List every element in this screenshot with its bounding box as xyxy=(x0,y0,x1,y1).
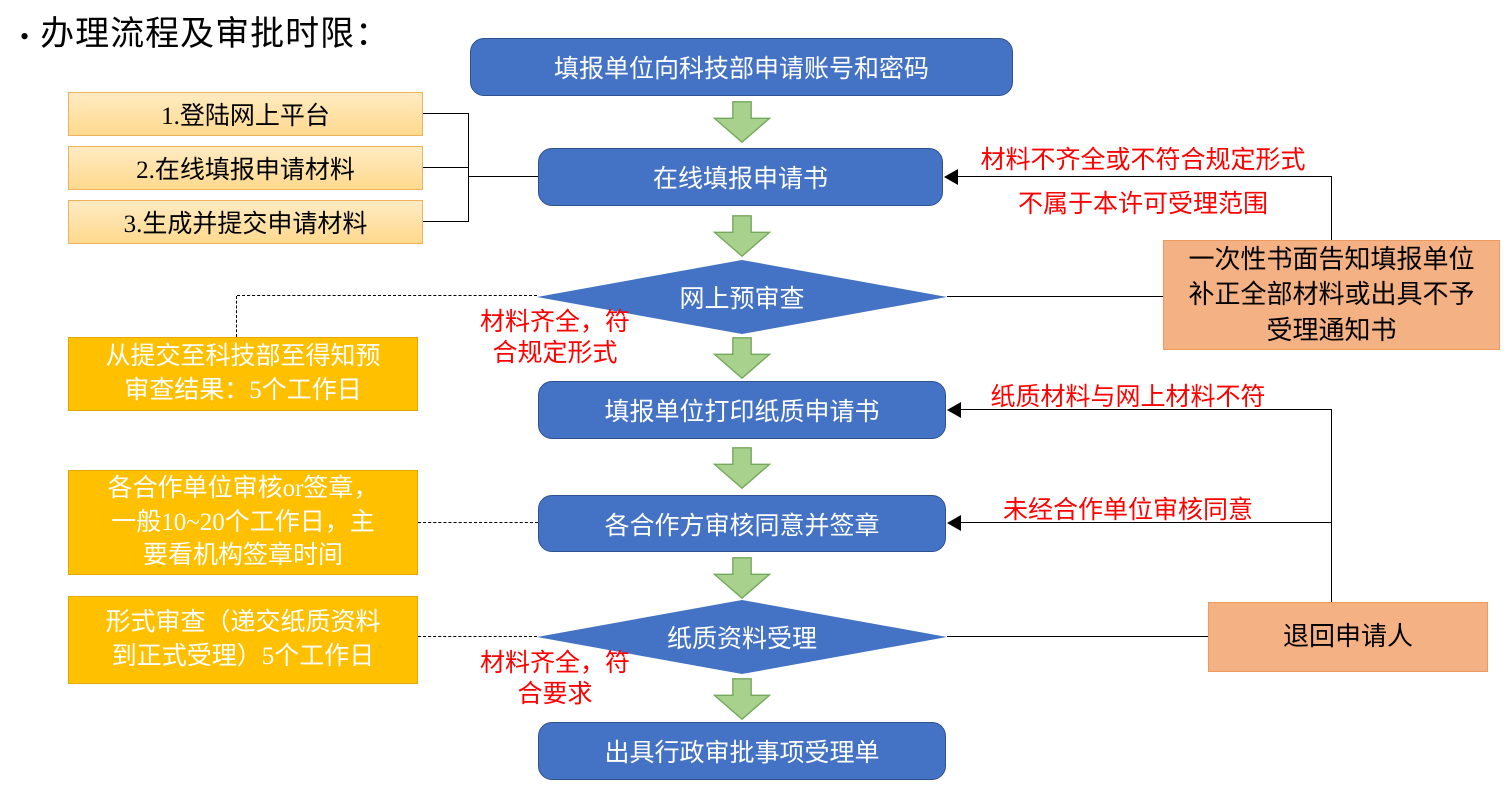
online-substep-submit: 3.生成并提交申请材料 xyxy=(68,200,423,244)
connector-line xyxy=(947,636,1208,637)
connector-line xyxy=(960,522,1332,523)
outcome-return-box: 退回申请人 xyxy=(1208,602,1488,672)
dashed-connector-line xyxy=(418,636,537,637)
label-fail-out-of-scope: 不属于本许可受理范围 xyxy=(1017,191,1268,218)
down-arrow-icon xyxy=(712,447,772,490)
connector-line xyxy=(423,167,468,168)
connector-line xyxy=(947,296,1163,297)
label-fail-incomplete: 材料不齐全或不符合规定形式 xyxy=(980,147,1306,174)
dashed-connector-line xyxy=(418,522,538,523)
outcome-notice-box: 一次性书面告知填报单位 补正全部材料或出具不予 受理通知书 xyxy=(1163,240,1500,350)
connector-line xyxy=(960,409,1332,410)
connector-line xyxy=(1331,176,1332,240)
dashed-connector-line xyxy=(237,295,537,296)
label-pass-precheck: 材料齐全，符 合规定形式 xyxy=(479,309,630,368)
process-step-online-fill: 在线填报申请书 xyxy=(538,148,943,206)
label-pass-acceptance: 材料齐全，符 合要求 xyxy=(479,650,630,709)
online-substep-fill: 2.在线填报申请材料 xyxy=(68,146,423,190)
connector-line xyxy=(957,176,1332,177)
connector-line xyxy=(468,176,538,177)
label-fail-no-partner-approval: 未经合作单位审核同意 xyxy=(1002,497,1253,524)
page-title: • 办理流程及审批时限： xyxy=(20,6,390,55)
arrowhead-left-icon xyxy=(944,169,958,185)
down-arrow-icon xyxy=(712,337,772,380)
down-arrow-icon xyxy=(712,215,772,258)
connector-line xyxy=(468,113,469,222)
time-note-precheck: 从提交至科技部至得知预 审查结果：5个工作日 xyxy=(68,337,418,411)
process-step-issue-receipt: 出具行政审批事项受理单 xyxy=(538,722,946,780)
online-substep-login: 1.登陆网上平台 xyxy=(68,92,423,136)
arrowhead-left-icon xyxy=(947,402,961,418)
process-step-apply-account: 填报单位向科技部申请账号和密码 xyxy=(470,38,1013,96)
connector-line xyxy=(423,113,468,114)
dashed-connector-line xyxy=(236,296,237,337)
time-note-formal-review: 形式审查（递交纸质资料 到正式受理）5个工作日 xyxy=(68,596,418,684)
time-note-partner-sign: 各合作单位审核or签章， 一般10~20个工作日，主 要看机构签章时间 xyxy=(68,470,418,575)
process-step-partner-sign: 各合作方审核同意并签章 xyxy=(538,495,946,552)
down-arrow-icon xyxy=(712,101,772,144)
process-step-print-paper: 填报单位打印纸质申请书 xyxy=(538,381,946,439)
connector-line xyxy=(1331,409,1332,602)
bullet-icon: • xyxy=(20,22,31,52)
page-title-text: 办理流程及审批时限： xyxy=(40,16,391,53)
down-arrow-icon xyxy=(712,678,772,721)
label-fail-paper-mismatch: 纸质材料与网上材料不符 xyxy=(990,384,1266,411)
connector-line xyxy=(423,221,468,222)
arrowhead-left-icon xyxy=(947,515,961,531)
down-arrow-icon xyxy=(712,557,772,600)
